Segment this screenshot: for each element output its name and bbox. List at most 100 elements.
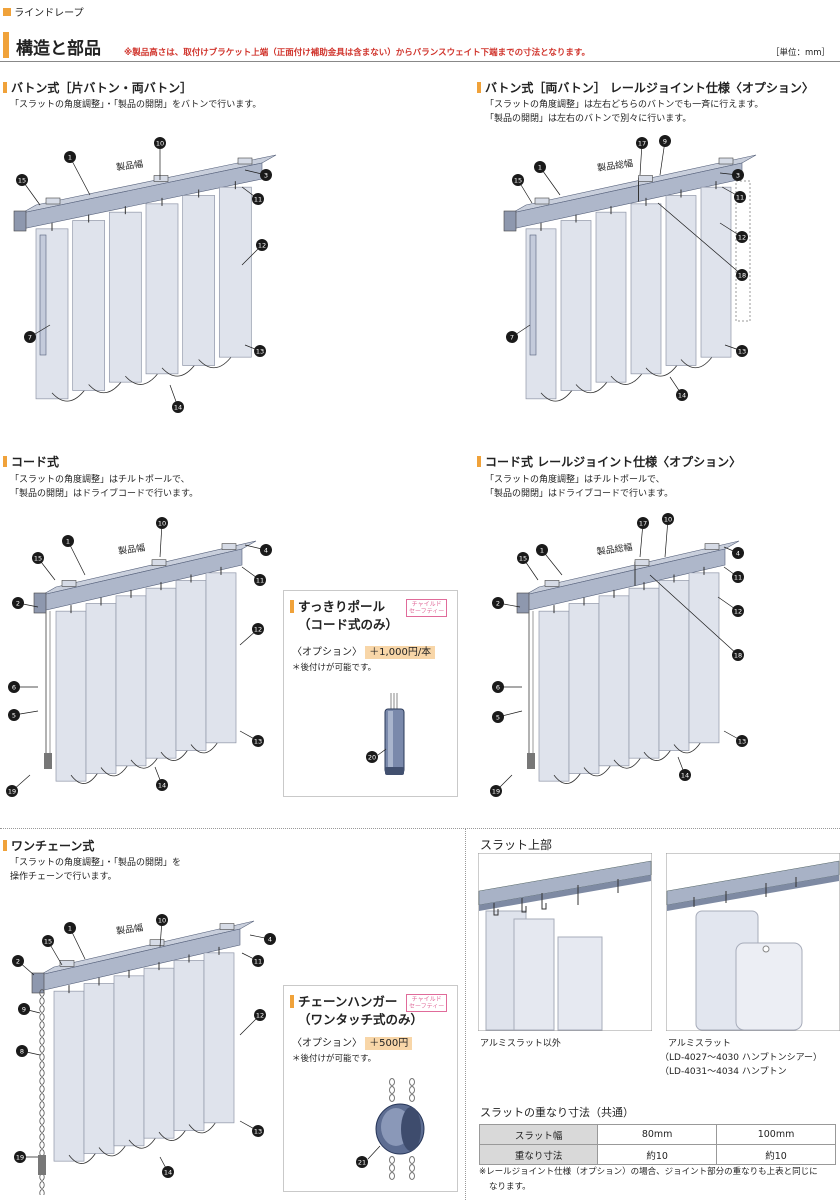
bracket [237,157,253,165]
part-20-callout: 20 [368,754,376,762]
callout-badge [156,517,168,529]
callout-badge [734,191,746,203]
callout-number: 11 [254,958,262,966]
callout-badge [18,1003,30,1015]
overlap-header-row: スラット幅 80mm 100mm [478,1124,836,1145]
callout-number: 4 [268,936,272,944]
header-divider [0,61,840,62]
callout-number: 19 [16,1154,24,1162]
width-label: 製品総幅 [596,541,633,558]
callout-badge [264,933,276,945]
slat [628,587,660,759]
end-cap [33,592,47,614]
callout-badge [492,711,504,723]
end-cap [13,210,27,232]
callout-badge [156,914,168,926]
slat [145,203,179,375]
slat-top-caption-right: アルミスラット [668,1039,731,1049]
bracket [534,197,550,205]
section-title-chain: ワンチェーン式 [3,837,94,854]
bracket [61,580,77,587]
baton-desc: 「スラットの角度調整」・「製品の開閉」をバトンで行います。 [10,100,262,110]
cord-joint-desc-1: 「スラットの角度調整」はチルトポールで、 [485,475,665,485]
chain-desc-1: 「スラットの角度調整」・「製品の開閉」を [10,858,182,868]
slat [143,967,175,1139]
slat [658,580,690,751]
callout-badge [12,597,24,609]
slat-ghost [735,180,751,322]
callout-number: 6 [496,684,500,692]
bracket [634,559,650,567]
chain-link [39,1141,45,1149]
cord-desc-1: 「スラットの角度調整」はチルトポールで、 [10,475,190,485]
overlap-value-row: 重なり寸法 約10 約10 [478,1144,836,1165]
callout-number: 17 [639,520,647,528]
chain-weight [38,1155,46,1175]
callout-badge [492,681,504,693]
callout-number: 2 [16,958,20,966]
callout-number: 14 [158,782,166,790]
callout-badge [659,135,671,147]
width-label: 製品幅 [115,922,143,938]
slat [182,195,216,366]
callout-badge [172,401,184,413]
pole-option-box: すっきりポール （コード式のみ） チャイルドセーフティー 〈オプション〉 ＋1,… [283,590,458,797]
callout-badge [254,574,266,586]
callout-number: 15 [519,555,527,563]
bracket [638,175,653,182]
chain-link [39,1029,45,1037]
callout-badge [512,174,524,186]
cord-desc-2: 「製品の開閉」はドライブコードで行います。 [10,489,199,499]
bracket [219,923,235,930]
vertical-separator [465,828,467,1200]
slat [568,603,600,774]
chain-link [39,997,45,1005]
hanger-option-note: ＊後付けが可能です。 [292,1054,377,1064]
hanger-price: ＋500円 [365,1037,413,1050]
overlap-header-cell: 100mm [716,1124,836,1145]
callout-leader [664,518,669,558]
chain-link [39,1077,45,1085]
callout-number: 12 [738,234,746,242]
callout-number: 1 [68,925,72,933]
slat [538,610,570,782]
callout-number: 11 [254,196,262,204]
callout-number: 15 [34,555,42,563]
chain-link [39,1109,45,1117]
overlap-note-2: なります。 [489,1182,531,1192]
bracket [704,543,720,550]
callout-number: 18 [734,652,742,660]
overlap-value-cell: 約10 [716,1144,836,1165]
callout-badge [732,649,744,661]
chain-link [39,1093,45,1101]
callout-badge [254,1009,266,1021]
chain-link [39,1061,45,1069]
chain-link [39,1189,45,1195]
chain-link [39,1005,45,1013]
bracket [59,960,75,967]
child-safety-badge: チャイルドセーフティー [406,994,448,1012]
callout-number: 12 [254,626,262,634]
callout-number: 12 [734,608,742,616]
slat-top-caption-right-2: （LD-4027～4030 ハンプトンシアー） [660,1053,823,1063]
callout-number: 19 [492,788,500,796]
chain-link [39,1117,45,1125]
callout-number: 2 [496,600,500,608]
slat [630,203,662,375]
chain-link [39,1045,45,1053]
callout-number: 17 [638,140,646,148]
callout-number: 11 [736,194,744,202]
callout-badge [64,151,76,163]
callout-badge [252,735,264,747]
callout-number: 13 [738,738,746,746]
hanger-option-title: チェーンハンガー [290,994,397,1010]
section-title-cord-joint: コード式 レールジョイント仕様〈オプション〉 [477,453,741,470]
cord-joint-desc-2: 「製品の開閉」はドライブコードで行います。 [485,489,674,499]
callout-badge [679,769,691,781]
callout-number: 19 [8,788,16,796]
callout-badge [637,517,649,529]
callout-leader [657,202,743,276]
callout-badge [8,681,20,693]
